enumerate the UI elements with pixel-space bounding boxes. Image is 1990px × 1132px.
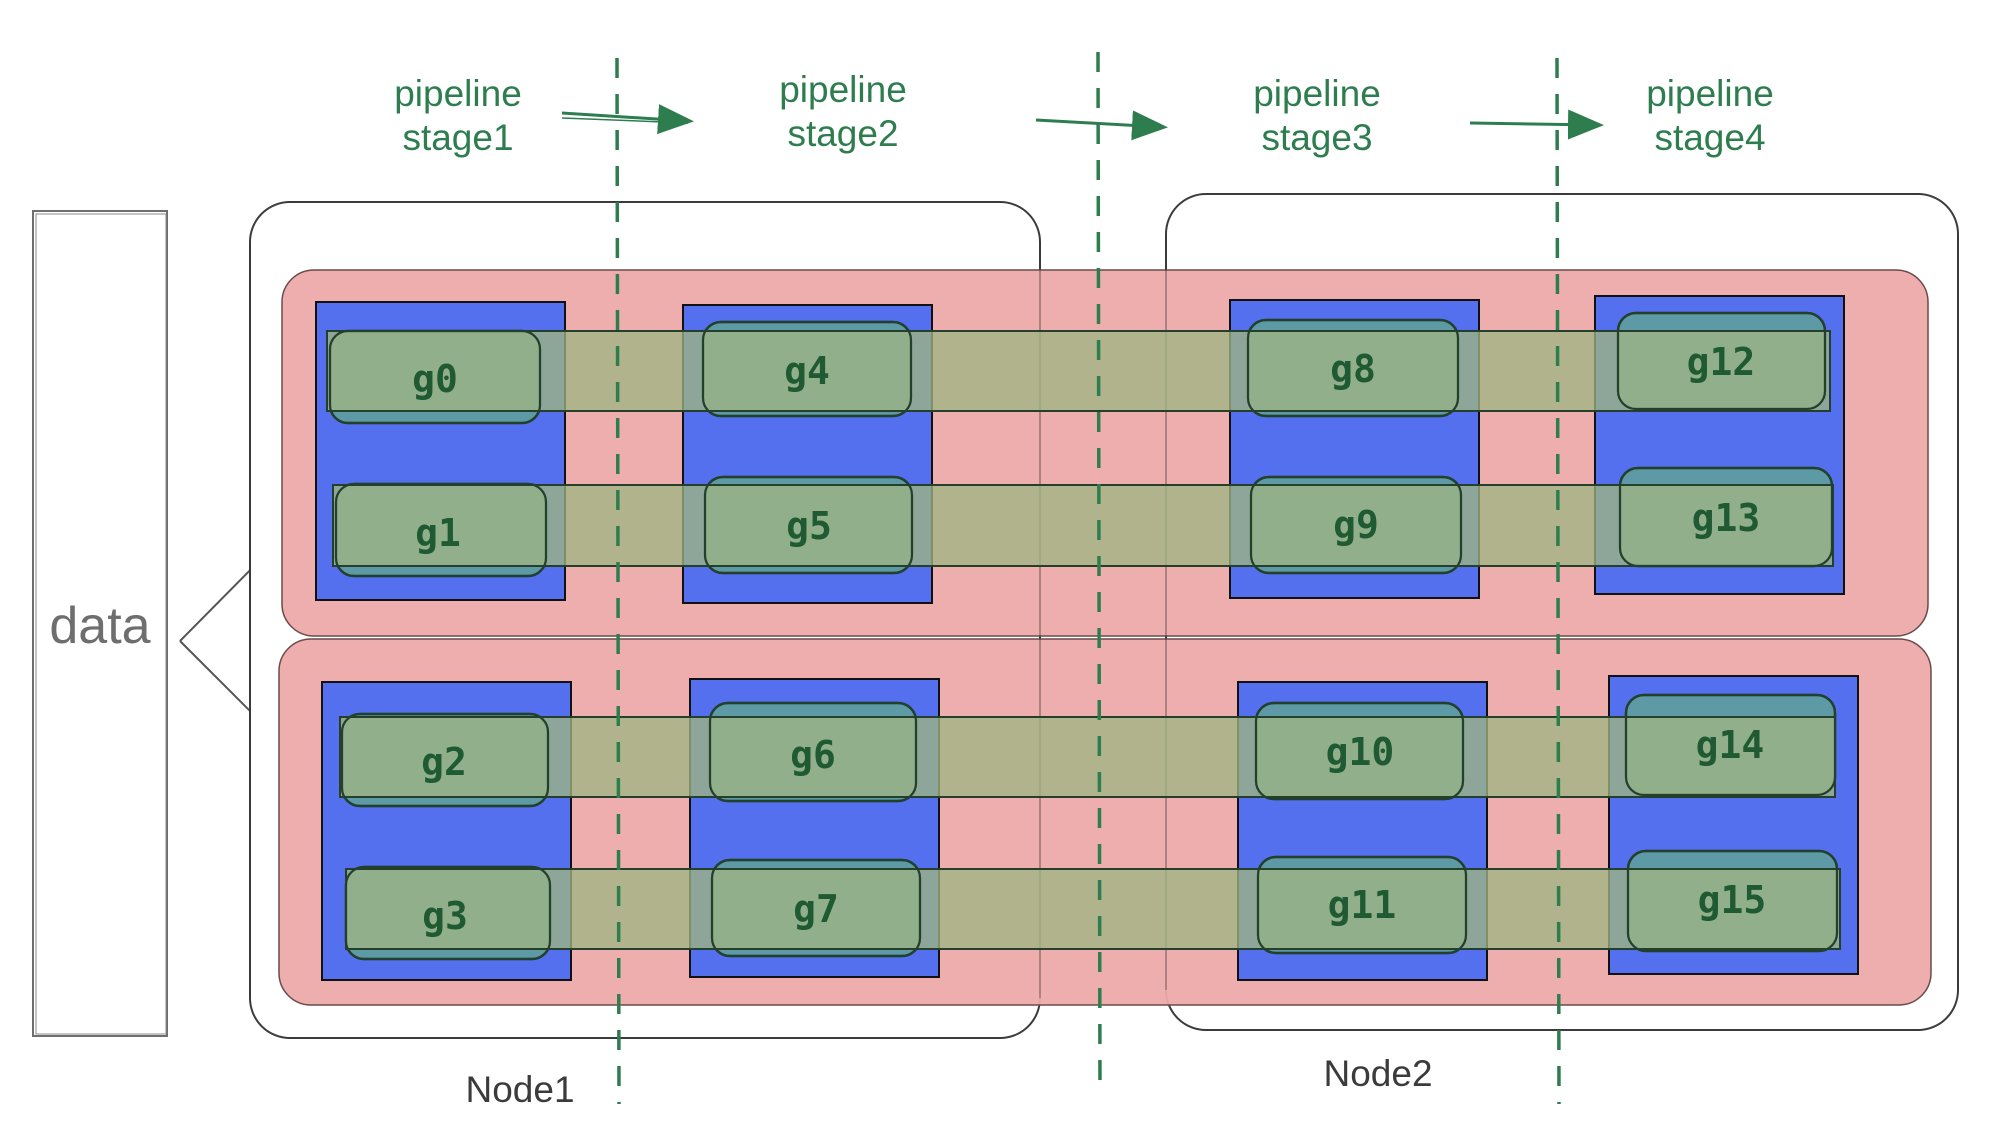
gpu-label-g15: g15 xyxy=(1698,878,1767,922)
stage-arrow-1-2 xyxy=(561,104,694,135)
gpu-labels: g0 g1 g2 g3 g4 g5 g6 g7 g8 g9 g10 g11 g1… xyxy=(412,340,1766,938)
gpu-label-g11: g11 xyxy=(1328,883,1397,927)
pipeline-group-3 xyxy=(339,716,1836,798)
gpu-label-g10: g10 xyxy=(1326,730,1395,774)
stage-title-2-line2: stage2 xyxy=(787,113,898,154)
data-source: data xyxy=(32,210,168,1037)
gpu-label-g5: g5 xyxy=(786,504,832,548)
gpu-label-g8: g8 xyxy=(1330,347,1376,391)
gpu-outlines xyxy=(328,311,1839,961)
gpu-outline-g11 xyxy=(1256,855,1468,955)
data-label: data xyxy=(49,597,150,655)
gpu-outline-g1 xyxy=(334,482,548,578)
stage-title-3-line1: pipeline xyxy=(1253,73,1381,114)
stage-title-2-line1: pipeline xyxy=(779,69,907,110)
gpu-outline-g14 xyxy=(1624,693,1837,797)
gpu-label-g3: g3 xyxy=(422,894,468,938)
gpu-label-g4: g4 xyxy=(784,349,830,393)
stage-title-2: pipeline stage2 xyxy=(779,69,907,154)
node-1-label: Node1 xyxy=(465,1069,574,1110)
stage-boundary-2 xyxy=(1096,51,1102,1097)
gpu-label-g12: g12 xyxy=(1687,340,1756,384)
gpu-label-g13: g13 xyxy=(1692,496,1761,540)
pipeline-group-1 xyxy=(326,330,1831,412)
gpu-outline-g3 xyxy=(344,865,552,961)
stage-boundary-3 xyxy=(1555,57,1561,1105)
stage-arrow-3-4 xyxy=(1469,109,1604,140)
stage-arrows xyxy=(561,104,1604,141)
gpu-label-g6: g6 xyxy=(790,733,836,777)
gpu-label-g7: g7 xyxy=(793,887,839,931)
gpu-label-g9: g9 xyxy=(1333,503,1379,547)
pipeline-group-4 xyxy=(345,868,1841,950)
gpu-outline-g15 xyxy=(1626,849,1839,953)
stage-title-1-line1: pipeline xyxy=(394,73,522,114)
gpu-outline-g5 xyxy=(703,475,914,575)
stage-title-1: pipeline stage1 xyxy=(394,73,522,158)
gpu-label-g2: g2 xyxy=(421,740,467,784)
gpu-outline-g0 xyxy=(328,329,542,425)
gpu-label-g14: g14 xyxy=(1696,723,1765,767)
gpu-label-g1: g1 xyxy=(415,511,461,555)
stage-title-4-line1: pipeline xyxy=(1646,73,1774,114)
gpu-outline-g7 xyxy=(710,858,922,958)
gpu-outline-g6 xyxy=(708,701,918,803)
stage-title-3-line2: stage3 xyxy=(1261,117,1372,158)
gpu-outline-g2 xyxy=(340,712,550,808)
data-column xyxy=(32,210,168,1037)
gpu-outline-g13 xyxy=(1618,466,1834,568)
stage-arrow-1-2-sketch xyxy=(561,117,689,124)
gpu-outline-g10 xyxy=(1254,701,1465,801)
node-2-label: Node2 xyxy=(1323,1053,1432,1094)
gpu-outline-g8 xyxy=(1246,318,1460,418)
data-column-sketch xyxy=(35,213,167,1035)
gpu-outline-g9 xyxy=(1249,475,1463,575)
stage-title-4-line2: stage4 xyxy=(1654,117,1765,158)
stage-arrow-2-3 xyxy=(1035,110,1168,141)
stage-boundary-1 xyxy=(615,57,621,1105)
gpu-outline-g12 xyxy=(1616,311,1827,411)
stage-title-4: pipeline stage4 xyxy=(1646,73,1774,158)
gpu-label-g0: g0 xyxy=(412,357,458,401)
stage-title-3: pipeline stage3 xyxy=(1253,73,1381,158)
stage-boundaries xyxy=(615,51,1561,1105)
pipeline-group-2 xyxy=(332,484,1834,567)
gpu-outline-g4 xyxy=(701,320,913,418)
pipeline-groups xyxy=(326,330,1841,950)
stage-title-1-line2: stage1 xyxy=(402,117,513,158)
